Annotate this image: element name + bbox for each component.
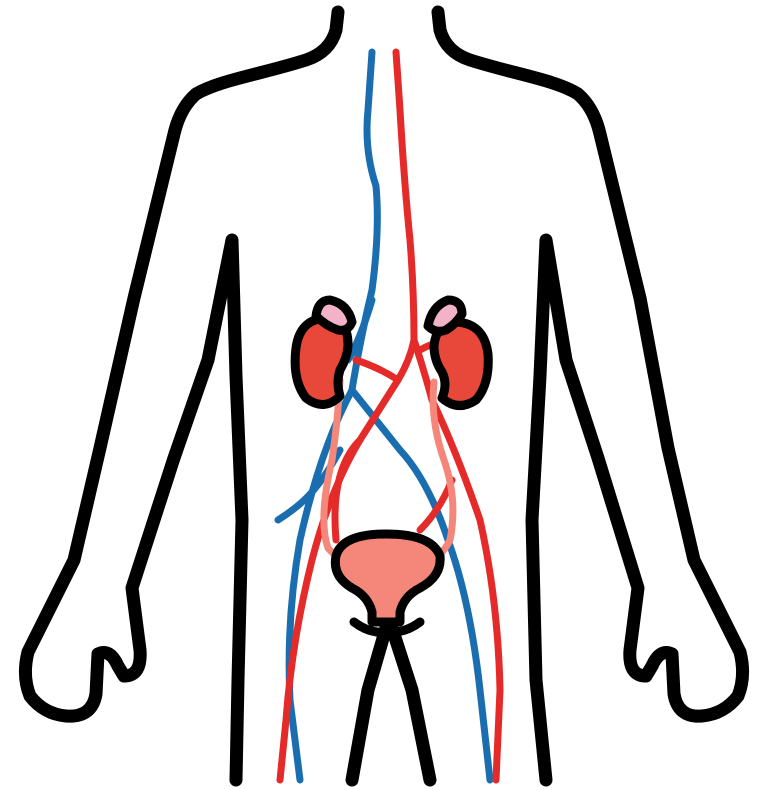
aorta: [280, 52, 500, 780]
inner-right-leg: [392, 628, 430, 780]
bladder-shape: [335, 534, 440, 622]
right-adrenal-gland: [316, 300, 352, 330]
left-kidney: [428, 300, 488, 406]
right-kidney: [295, 300, 352, 405]
bladder: [335, 534, 440, 632]
inner-left-leg: [352, 628, 386, 780]
vena-cava: [278, 52, 490, 780]
left-adrenal-gland: [428, 300, 462, 331]
aorta-main: [280, 52, 414, 780]
right-renal-artery: [356, 360, 398, 380]
